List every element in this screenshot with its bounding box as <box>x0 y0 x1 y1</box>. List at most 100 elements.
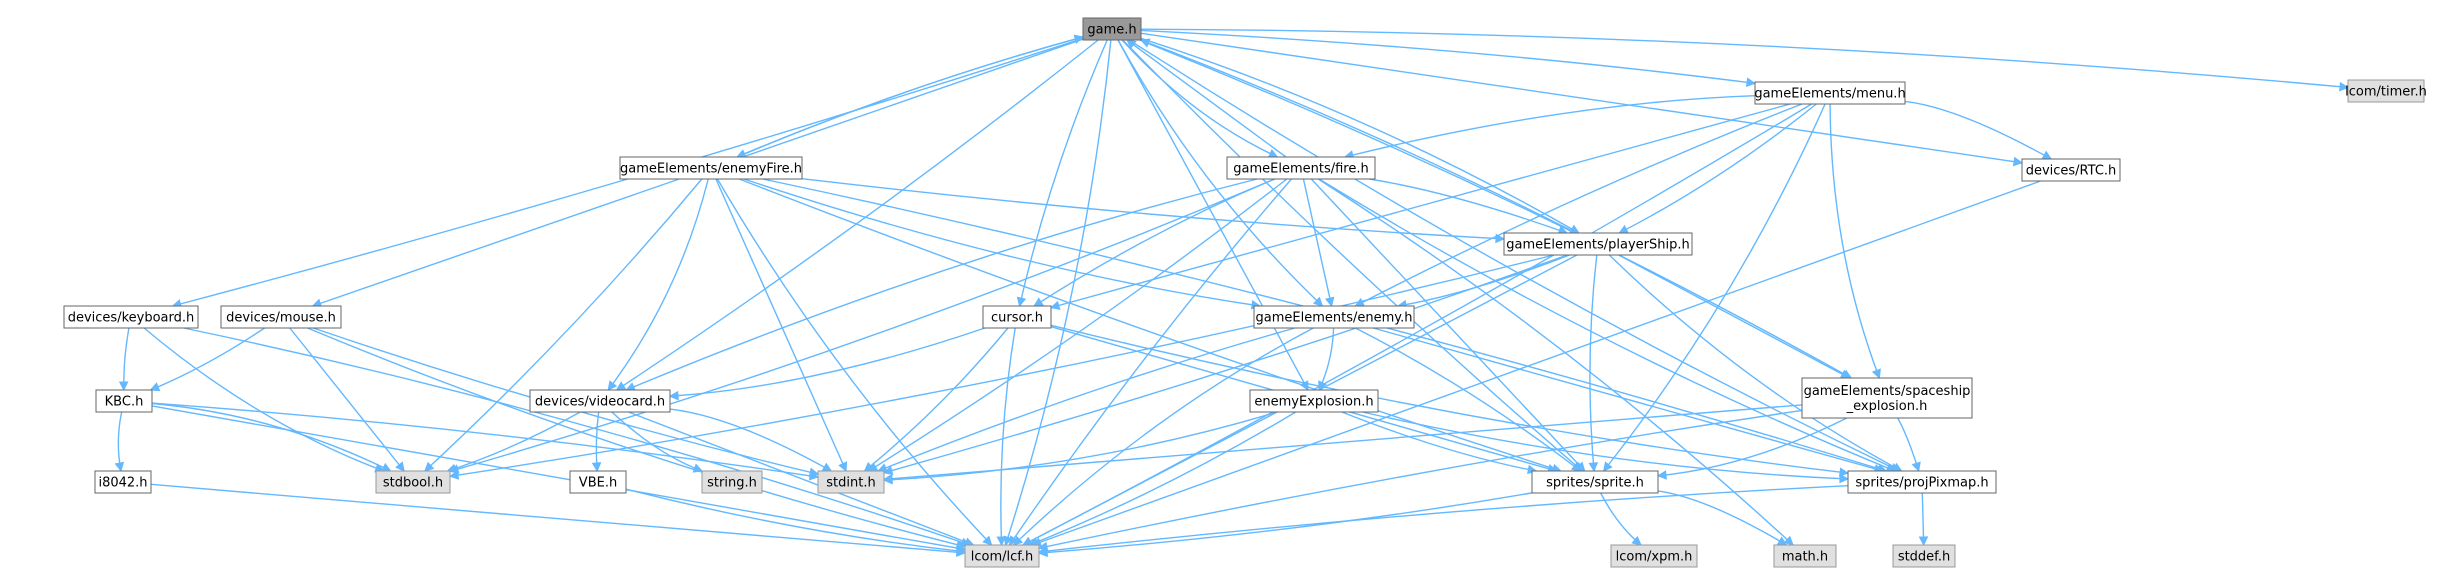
node-lcf[interactable]: lcom/lcf.h <box>964 544 1040 568</box>
edge-menu-to-playerShip <box>1618 103 1817 234</box>
node-box-lcf <box>964 544 1040 568</box>
node-box-playerShip <box>1503 232 1693 256</box>
node-menu[interactable]: gameElements/menu.h <box>1754 81 1906 105</box>
node-projPixmap[interactable]: sprites/projPixmap.h <box>1847 470 1997 494</box>
edge-i8042-to-lcf <box>150 483 966 554</box>
node-label-cursor: cursor.h <box>991 311 1043 326</box>
edge-vbe-to-lcf <box>625 488 966 553</box>
node-mouse[interactable]: devices/mouse.h <box>220 305 342 329</box>
node-stdbool[interactable]: stdbool.h <box>375 470 451 494</box>
edge-fire-to-playerShip <box>1369 178 1568 234</box>
node-box-stdint <box>817 470 885 494</box>
arrowhead-sprite-to-xpm <box>1631 535 1642 546</box>
node-i8042[interactable]: i8042.h <box>94 470 152 494</box>
arrowhead-playerShip-to-game <box>1139 38 1151 48</box>
node-box-rtc <box>2021 158 2121 182</box>
arrowhead-enemyFire-to-game <box>1073 34 1085 44</box>
edge-menu-to-enemy <box>1355 103 1803 307</box>
edge-fire-to-lcf <box>1008 178 1292 546</box>
edge-keyboard-to-lcf <box>183 327 971 546</box>
node-xpm[interactable]: lcom/xpm.h <box>1610 544 1698 568</box>
arrowhead-enemy-to-enemyExplosion <box>1318 380 1327 392</box>
arrowhead-game-to-fire <box>1267 149 1279 158</box>
node-sprite[interactable]: sprites/sprite.h <box>1531 470 1659 494</box>
node-label-line-spaceship-0: gameElements/spaceship <box>1804 384 1971 399</box>
arrowhead-mouse-to-stdbool <box>395 461 405 472</box>
arrowhead-game-to-enemy <box>1312 296 1324 307</box>
node-label-mouse: devices/mouse.h <box>226 311 336 326</box>
edge-enemyExplosion-to-lcf <box>1029 411 1297 546</box>
node-stdint[interactable]: stdint.h <box>817 470 885 494</box>
edge-playerShip-to-stdbool <box>449 254 1555 478</box>
node-rtc[interactable]: devices/RTC.h <box>2021 158 2121 182</box>
node-label-enemy: gameElements/enemy.h <box>1256 311 1413 326</box>
arrowhead-videocard-to-vbe <box>591 462 602 473</box>
node-label-math: math.h <box>1782 550 1828 565</box>
node-fire[interactable]: gameElements/fire.h <box>1226 156 1376 180</box>
edge-enemyExplosion-to-stdint <box>883 411 1278 481</box>
edge-fire-to-projPixmap <box>1318 178 1896 472</box>
edge-enemyFire-to-videocard <box>607 178 709 391</box>
edge-fire-to-stdbool <box>449 178 1276 473</box>
node-label-enemyExplosion: enemyExplosion.h <box>1254 395 1373 410</box>
node-timer[interactable]: lcom/timer.h <box>2345 79 2427 103</box>
node-label-vbe: VBE.h <box>579 476 617 491</box>
edge-fire-to-stdint <box>868 178 1288 472</box>
edge-game-to-fire <box>1121 39 1278 158</box>
node-game[interactable]: game.h <box>1082 17 1142 41</box>
node-math[interactable]: math.h <box>1773 544 1837 568</box>
node-box-keyboard <box>63 305 199 329</box>
node-cursor[interactable]: cursor.h <box>982 305 1052 329</box>
node-playerShip[interactable]: gameElements/playerShip.h <box>1503 232 1693 256</box>
arrowhead-keyboard-to-kbc <box>118 381 129 392</box>
node-enemyExplosion[interactable]: enemyExplosion.h <box>1249 389 1379 413</box>
arrowhead-enemyFire-to-videocard <box>607 380 618 391</box>
edge-sprite-to-lcf <box>1038 492 1533 554</box>
edge-game-to-projPixmap <box>1128 39 1900 472</box>
node-keyboard[interactable]: devices/keyboard.h <box>63 305 199 329</box>
node-label-menu: gameElements/menu.h <box>1754 87 1905 102</box>
edge-fire-to-videocard <box>625 178 1258 391</box>
arrowhead-fire-to-math <box>1783 535 1794 546</box>
arrowhead-fire-to-videocard <box>625 382 636 392</box>
arrowhead-cursor-to-videocard <box>668 390 679 401</box>
arrowhead-game-to-rtc <box>2012 156 2024 167</box>
node-label-kbc: KBC.h <box>105 395 144 410</box>
edge-fire-to-enemy <box>1302 178 1333 307</box>
edge-game-to-enemyExplosion <box>1117 39 1309 391</box>
edge-videocard-to-vbe <box>595 411 600 472</box>
node-videocard[interactable]: devices/videocard.h <box>529 389 671 413</box>
node-string[interactable]: string.h <box>701 470 763 494</box>
node-label-xpm: lcom/xpm.h <box>1616 550 1693 565</box>
node-stddef[interactable]: stddef.h <box>1892 544 1956 568</box>
arrowhead-projPixmap-to-stddef <box>1918 536 1929 547</box>
edge-cursor-to-lcf <box>1000 327 1016 546</box>
arrowhead-game-to-timer <box>2339 81 2350 92</box>
node-label-playerShip: gameElements/playerShip.h <box>1506 238 1689 253</box>
arrowhead-menu-to-playerShip <box>1618 224 1630 234</box>
edge-enemyFire-to-game <box>736 36 1084 158</box>
node-box-xpm <box>1610 544 1698 568</box>
node-box-projPixmap <box>1847 470 1997 494</box>
node-label-rtc: devices/RTC.h <box>2026 164 2117 179</box>
edge-enemyFire-to-sprite <box>739 178 1562 472</box>
edges-layer <box>114 28 2350 558</box>
node-box-kbc <box>95 389 153 413</box>
edge-kbc-to-lcf <box>151 405 966 551</box>
node-enemyFire[interactable]: gameElements/enemyFire.h <box>619 156 803 180</box>
edge-sprite-to-math <box>1657 490 1787 546</box>
edge-enemy-to-lcf <box>1013 327 1314 546</box>
node-spaceship[interactable]: gameElements/spaceship_explosion.h <box>1801 377 1973 419</box>
edge-enemyFire-to-lcf <box>716 178 993 546</box>
edge-spaceship-to-lcf <box>1038 409 1803 549</box>
node-vbe[interactable]: VBE.h <box>569 470 627 494</box>
edge-enemyFire-to-stdbool <box>424 178 703 472</box>
edge-menu-to-rtc <box>1904 100 2052 160</box>
node-kbc[interactable]: KBC.h <box>95 389 153 413</box>
arrowhead-fire-to-game <box>1126 39 1137 49</box>
node-label-enemyFire: gameElements/enemyFire.h <box>620 162 802 177</box>
node-enemy[interactable]: gameElements/enemy.h <box>1253 305 1415 329</box>
arrowhead-fire-to-lcf <box>1008 535 1019 546</box>
node-label-keyboard: devices/keyboard.h <box>68 311 195 326</box>
edge-game-to-rtc <box>1140 32 2023 164</box>
